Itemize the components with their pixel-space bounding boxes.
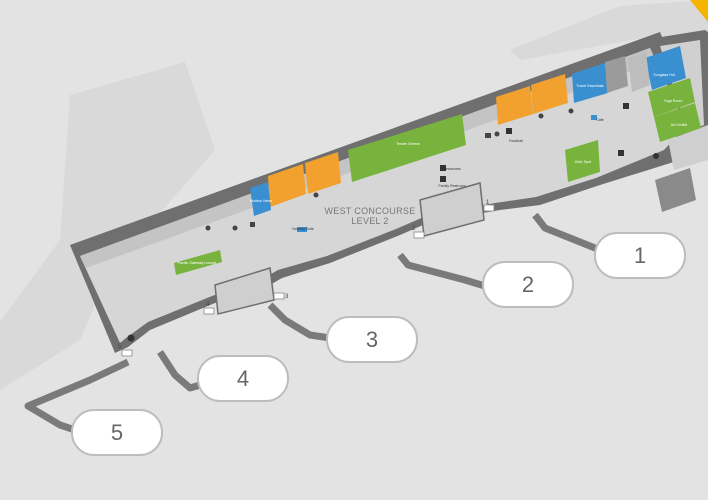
venue-label-green-lounge: Pacific Gateway Lounge <box>178 261 217 265</box>
door-numbers: 1 2 3 4 5 <box>118 200 490 350</box>
sign-icon-2 <box>494 131 500 137</box>
door-marker-2 <box>413 231 425 239</box>
gate-label-3: 3 <box>366 327 378 352</box>
jetway-3 <box>267 302 331 342</box>
gate-label-2: 2 <box>522 272 534 297</box>
venue-label-family: Family Restroom <box>438 184 465 188</box>
venue-label-restrooms: Restrooms <box>443 167 461 171</box>
jetway-4 <box>157 350 202 392</box>
shop-orange-3 <box>496 86 533 125</box>
gate-label-4: 4 <box>237 366 249 391</box>
door-markers <box>121 204 495 357</box>
door-marker-3 <box>273 292 285 300</box>
sign-icon-6 <box>232 225 238 231</box>
apron-right-zone <box>510 0 708 60</box>
gate-icon-5 <box>127 334 135 342</box>
gate-label-1: 1 <box>634 243 646 268</box>
shop-blue-far <box>645 46 686 90</box>
venue-label-foodhall: Foodhall <box>509 139 523 143</box>
door-number-5: 5 <box>118 344 122 350</box>
shop-green-right2 <box>654 103 701 142</box>
sign-icon-5 <box>313 192 319 198</box>
jetway-5 <box>24 358 130 434</box>
foodhall-icon <box>506 128 512 134</box>
door-number-2: 2 <box>412 226 416 232</box>
door-marker-1 <box>483 204 495 212</box>
shop-blue-right <box>572 63 608 103</box>
gate-badge-4[interactable]: 4 <box>197 355 289 402</box>
door-marker-4 <box>203 307 215 315</box>
venue-label-green-right1: Yoga Room <box>664 99 683 103</box>
venue-label-cafe: Cafe <box>596 118 604 122</box>
shop-blue-left <box>250 182 271 216</box>
gate-badge-5[interactable]: 5 <box>71 409 163 456</box>
apron-left-zone <box>0 62 215 390</box>
blue-shops <box>250 46 686 216</box>
jetway-1 <box>532 212 602 254</box>
shop-green-kids <box>565 140 600 182</box>
sign-icon-8 <box>250 222 255 227</box>
venue-labels: Travel Essentials Sunglass Hut Yoga Room… <box>178 73 688 265</box>
family-icon <box>440 176 446 182</box>
shop-green-main <box>348 114 466 182</box>
water-icon <box>297 227 307 232</box>
info-icon <box>653 153 659 159</box>
venue-label-green-right2: Art Exhibit <box>671 123 687 127</box>
green-shops <box>174 78 701 275</box>
restroom-icon <box>623 103 629 109</box>
elevator-icon <box>618 150 624 156</box>
cafe-icon <box>591 115 597 120</box>
shop-green-lounge <box>174 250 222 275</box>
door-number-1: 1 <box>486 200 490 206</box>
door-marker-5 <box>121 349 133 357</box>
venue-label-green-main: Tender Greens <box>396 142 420 146</box>
east-stairs <box>655 125 708 212</box>
venue-label-nursing: Nursing Suite <box>292 227 314 231</box>
venue-label-blue-left: Hudson News <box>250 199 273 203</box>
sign-icon-1 <box>485 133 491 138</box>
shop-orange-2 <box>305 152 341 194</box>
gate-label-5: 5 <box>111 420 123 445</box>
venue-label-blue-right: Travel Essentials <box>576 84 603 88</box>
concourse-title-line2: LEVEL 2 <box>351 216 388 226</box>
concourse-title-line1: WEST CONCOURSE <box>324 206 415 216</box>
jetway-2 <box>397 252 490 291</box>
shop-orange-1 <box>268 164 306 207</box>
sign-icon-4 <box>568 108 574 114</box>
sign-icon-3 <box>538 113 544 119</box>
map-icons <box>127 103 659 342</box>
service-blocks <box>214 52 650 315</box>
concourse-floor <box>80 48 686 343</box>
door-number-3: 3 <box>285 294 289 300</box>
door-number-4: 4 <box>206 302 210 308</box>
jetways <box>24 212 602 434</box>
restroom-icon-2 <box>440 165 446 171</box>
sign-icon-7 <box>205 225 211 231</box>
corner-yellow <box>690 0 708 22</box>
venue-label-green-kids: Kids' Spot <box>575 160 591 164</box>
gate-badge-3[interactable]: 3 <box>326 316 418 363</box>
venue-label-blue-far: Sunglass Hut <box>653 73 674 77</box>
shop-orange-4 <box>531 74 568 114</box>
gate-badge-1[interactable]: 1 <box>594 232 686 279</box>
orange-shops <box>268 74 568 207</box>
gate-badge-2[interactable]: 2 <box>482 261 574 308</box>
shop-green-right1 <box>648 78 695 117</box>
concourse-title: WEST CONCOURSE LEVEL 2 <box>324 206 415 226</box>
